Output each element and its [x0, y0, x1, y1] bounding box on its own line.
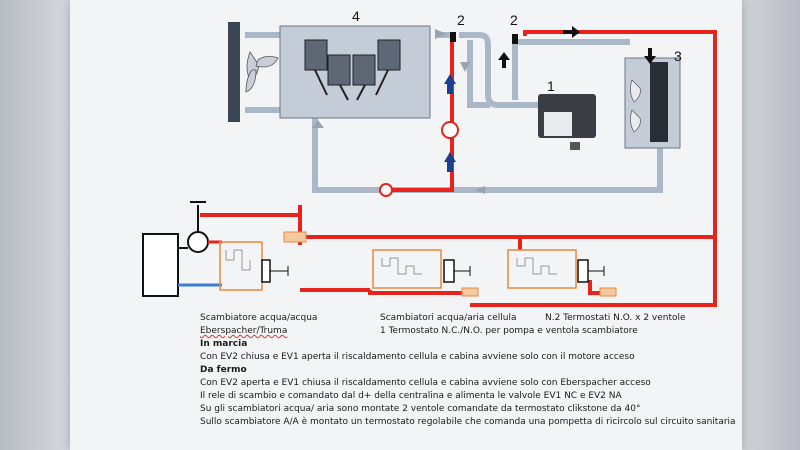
document-page: 4 2 2 1 3 Scambiatore acqua/acqua Ebersp…: [70, 0, 742, 450]
flow-arrows-blue: [444, 74, 456, 172]
label-1: 1: [547, 78, 555, 94]
radiator: [228, 22, 240, 122]
caption-thermostats-no: N.2 Termostati N.O. x 2 ventole: [545, 313, 686, 323]
note-line-3: Il rele di scambio e comandato dal d+ de…: [200, 391, 622, 401]
water-water-exchanger: [219, 231, 307, 291]
heading-da-fermo: Da fermo: [200, 365, 247, 375]
junction-2b: [512, 34, 518, 44]
caption-ww-exchanger: Scambiatore acqua/acqua: [200, 313, 318, 323]
heading-in-marcia: In marcia: [200, 339, 248, 349]
label-3: 3: [674, 48, 682, 64]
note-line-4: Su gli scambiatori acqua/ aria sono mont…: [200, 404, 641, 414]
eberspacher-heater: [538, 94, 596, 150]
water-air-exchanger-cabin: [624, 57, 681, 149]
note-line-5: Sullo scambiatore A/A è montato un termo…: [200, 417, 736, 427]
engine-fan-icon: [245, 51, 279, 93]
flow-arrows-grey: [312, 29, 485, 194]
water-tank: [142, 233, 179, 297]
label-2b: 2: [510, 12, 518, 28]
junction-2a: [450, 32, 456, 42]
recirculation-pump: [187, 231, 209, 253]
water-air-exchanger-2: [507, 249, 617, 297]
water-air-exchanger-1: [372, 249, 479, 297]
caption-ww-brand: Eberspacher/Truma: [200, 326, 288, 336]
heating-circuit-diagram: [142, 22, 717, 307]
label-2a: 2: [457, 12, 465, 28]
caption-thermostat: 1 Termostato N.C./N.O. per pompa e vento…: [380, 326, 638, 336]
valve-ev2: [379, 183, 393, 197]
note-line-2: Con EV2 aperta e EV1 chiusa il riscaldam…: [200, 378, 651, 388]
engine-block: [279, 25, 431, 119]
flow-arrows-black: [498, 26, 656, 68]
label-4: 4: [352, 8, 360, 24]
note-line-1: Con EV2 chiusa e EV1 aperta il riscaldam…: [200, 352, 635, 362]
caption-wa-exchangers: Scambiatori acqua/aria cellula: [380, 313, 517, 323]
valve-ev1: [441, 121, 459, 139]
